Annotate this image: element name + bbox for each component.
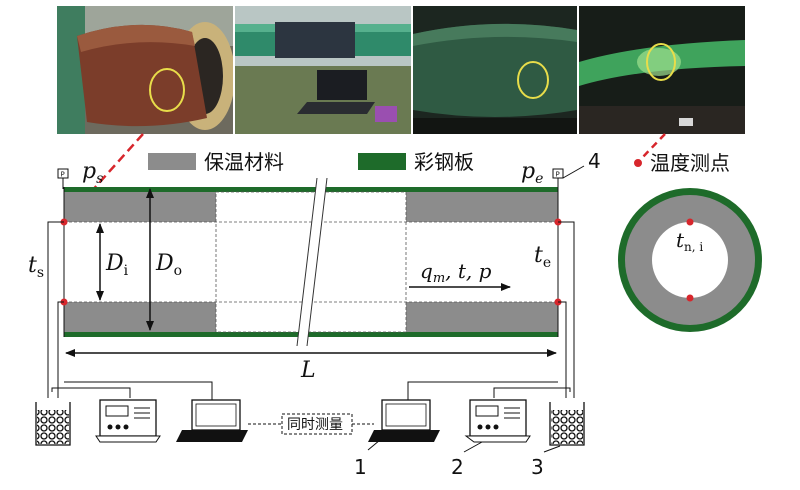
cross-section: tn, i — [618, 188, 762, 332]
section-inner-bore — [652, 222, 728, 298]
coil-bath-left — [35, 402, 71, 446]
legend-insulation-label: 保温材料 — [204, 150, 284, 174]
label-flow: qm, t, p — [420, 259, 492, 286]
label-p-end: pe — [521, 159, 543, 187]
photo-pipe-field-laptop — [235, 6, 411, 134]
legend-temp-point-dot — [634, 159, 642, 167]
data-logger-left — [95, 399, 161, 443]
photo-pipe-opening — [57, 6, 233, 134]
sync-measure-box — [281, 413, 353, 435]
label-d-outer: Do — [155, 251, 182, 279]
insulation-top-left — [64, 192, 216, 222]
label-num-2: 2 — [451, 455, 464, 479]
label-num-3: 3 — [531, 455, 544, 479]
pipe-body — [63, 177, 559, 347]
photo-pipe-night-1 — [413, 6, 577, 134]
label-p-start: ps — [82, 159, 103, 187]
svg-text:P: P — [556, 171, 560, 179]
insulation-bottom-left — [64, 302, 216, 332]
marker-circle-2 — [517, 61, 549, 99]
section-temp-point-top — [686, 218, 694, 226]
legend-steel-swatch — [358, 153, 406, 170]
svg-text:P: P — [61, 171, 65, 179]
marker-circle-1 — [149, 68, 185, 112]
steel-plate-top — [64, 187, 558, 192]
callout-line-right — [639, 133, 666, 161]
steel-plate-bottom — [64, 332, 558, 337]
label-d-inner: Di — [105, 251, 129, 279]
section-temp-point-bottom — [686, 294, 694, 302]
legend-steel-label: 彩钢板 — [414, 150, 474, 174]
coil-bath-right — [549, 402, 585, 446]
insulation-top-right — [406, 192, 558, 222]
label-section-t: tn, i — [676, 228, 703, 254]
temp-point-label: 温度测点 — [650, 151, 730, 175]
wiring — [47, 221, 575, 400]
insulation-bottom-right — [406, 302, 558, 332]
label-t-end: te — [534, 243, 551, 271]
data-logger-right — [464, 399, 531, 443]
laptop-left — [176, 399, 248, 442]
sync-measure-label: 同时测量 — [287, 417, 343, 433]
marker-circle-3 — [646, 43, 676, 81]
label-num-1: 1 — [354, 455, 367, 479]
legend-insulation-swatch — [148, 153, 196, 170]
label-num-4: 4 — [588, 149, 601, 173]
label-length: L — [300, 358, 316, 383]
photo-pipe-night-2 — [579, 6, 745, 134]
laptop-right — [368, 399, 440, 442]
label-t-start: ts — [28, 253, 44, 281]
